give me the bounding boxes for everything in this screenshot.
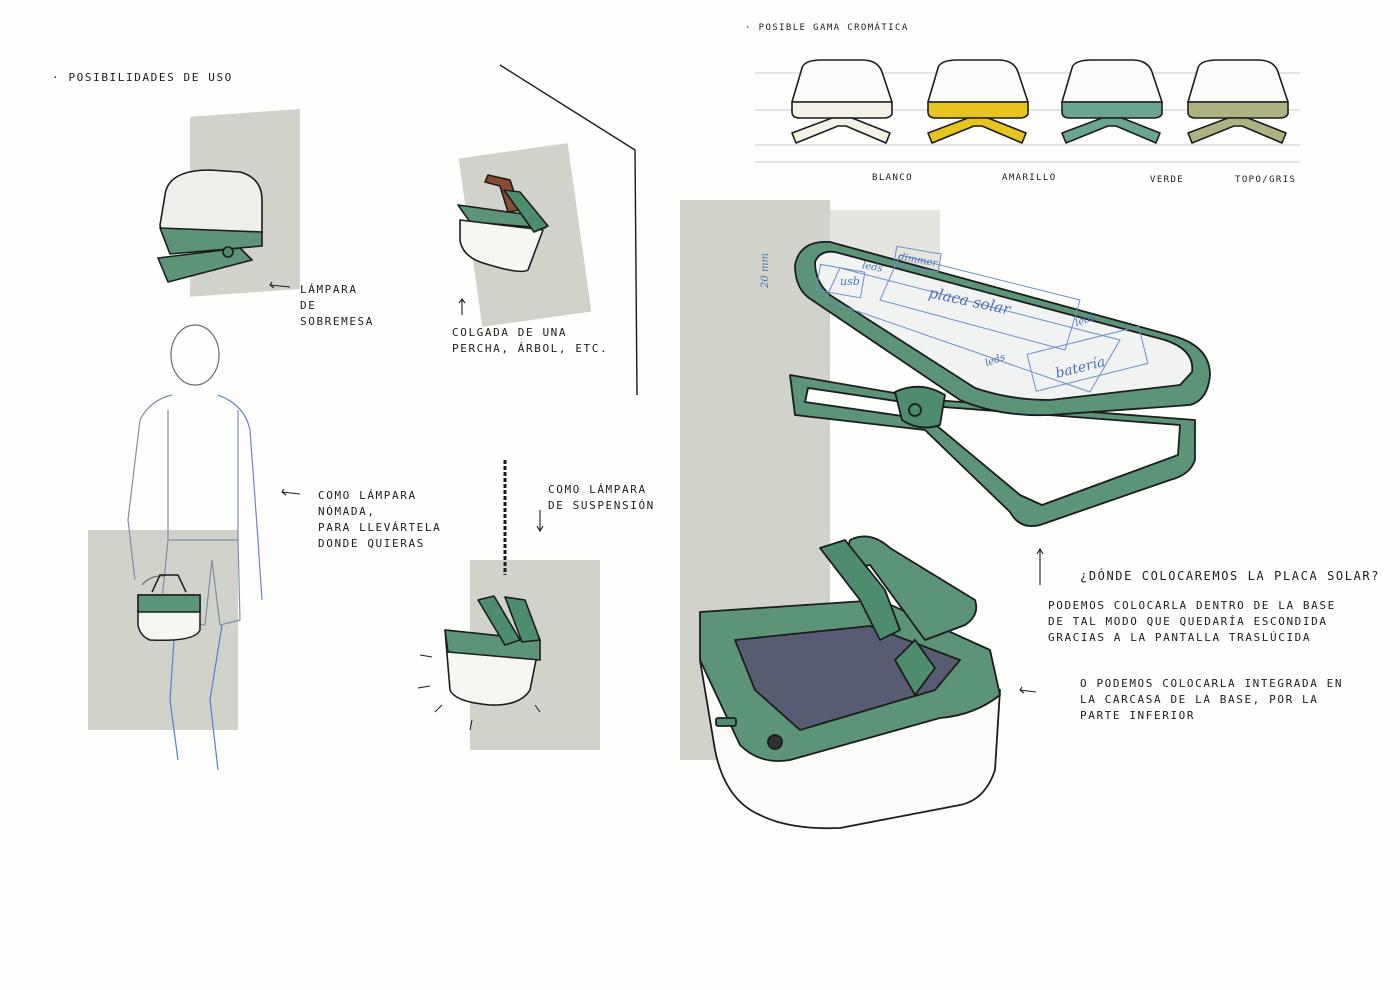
arrow-nomad [281, 491, 301, 495]
annotation-option-one: podemos colocarla dentro de la base de t… [1048, 599, 1336, 644]
annotation-hanging: colgada de una percha, árbol, etc. [452, 326, 609, 355]
arrow-desk [269, 284, 291, 288]
swatch-label-yellow: amarillo [1002, 173, 1057, 183]
swatch-label-taupe: topo/gris [1235, 175, 1297, 185]
light-rays [417, 654, 541, 731]
swatch-label-green: verde [1150, 175, 1185, 185]
swatch-lamp-2 [1061, 59, 1163, 144]
open-lamp-sketch [789, 241, 1211, 527]
annotation-desk-lamp: lámpara de sobremesa [300, 283, 375, 328]
desk-lamp-sketch [157, 169, 263, 283]
swatch-lamp-0 [791, 59, 893, 144]
suspension-lamp-sketch [444, 460, 541, 706]
arrow-option-two [1019, 689, 1037, 693]
annotation-nomad: como lámpara nómada, para llevártela don… [318, 489, 442, 550]
uses-title: · posibilidades de uso [52, 71, 233, 84]
pointer-arrows [269, 281, 1044, 694]
basket-lamp-sketch [699, 535, 1001, 830]
swatch-lamp-3 [1187, 59, 1289, 144]
divider-line [499, 64, 638, 396]
hanging-lamp-sketch [457, 174, 549, 273]
annotation-suspension: como lámpara de suspensión [548, 483, 655, 512]
label-usb: usb [840, 275, 860, 288]
swatch-label-white: blanco [872, 173, 913, 183]
swatch-lamp-1 [927, 59, 1029, 144]
palette-swatches [791, 59, 1289, 144]
palette-title: · posible gama cromática [745, 23, 909, 33]
carried-lamp [137, 574, 201, 642]
annotation-option-two: o podemos colocarla integrada en la carc… [1080, 677, 1344, 722]
label-dimension: 20 mm [759, 253, 771, 288]
annotation-solar-question: ¿dónde colocaremos la placa solar? [1080, 569, 1381, 583]
